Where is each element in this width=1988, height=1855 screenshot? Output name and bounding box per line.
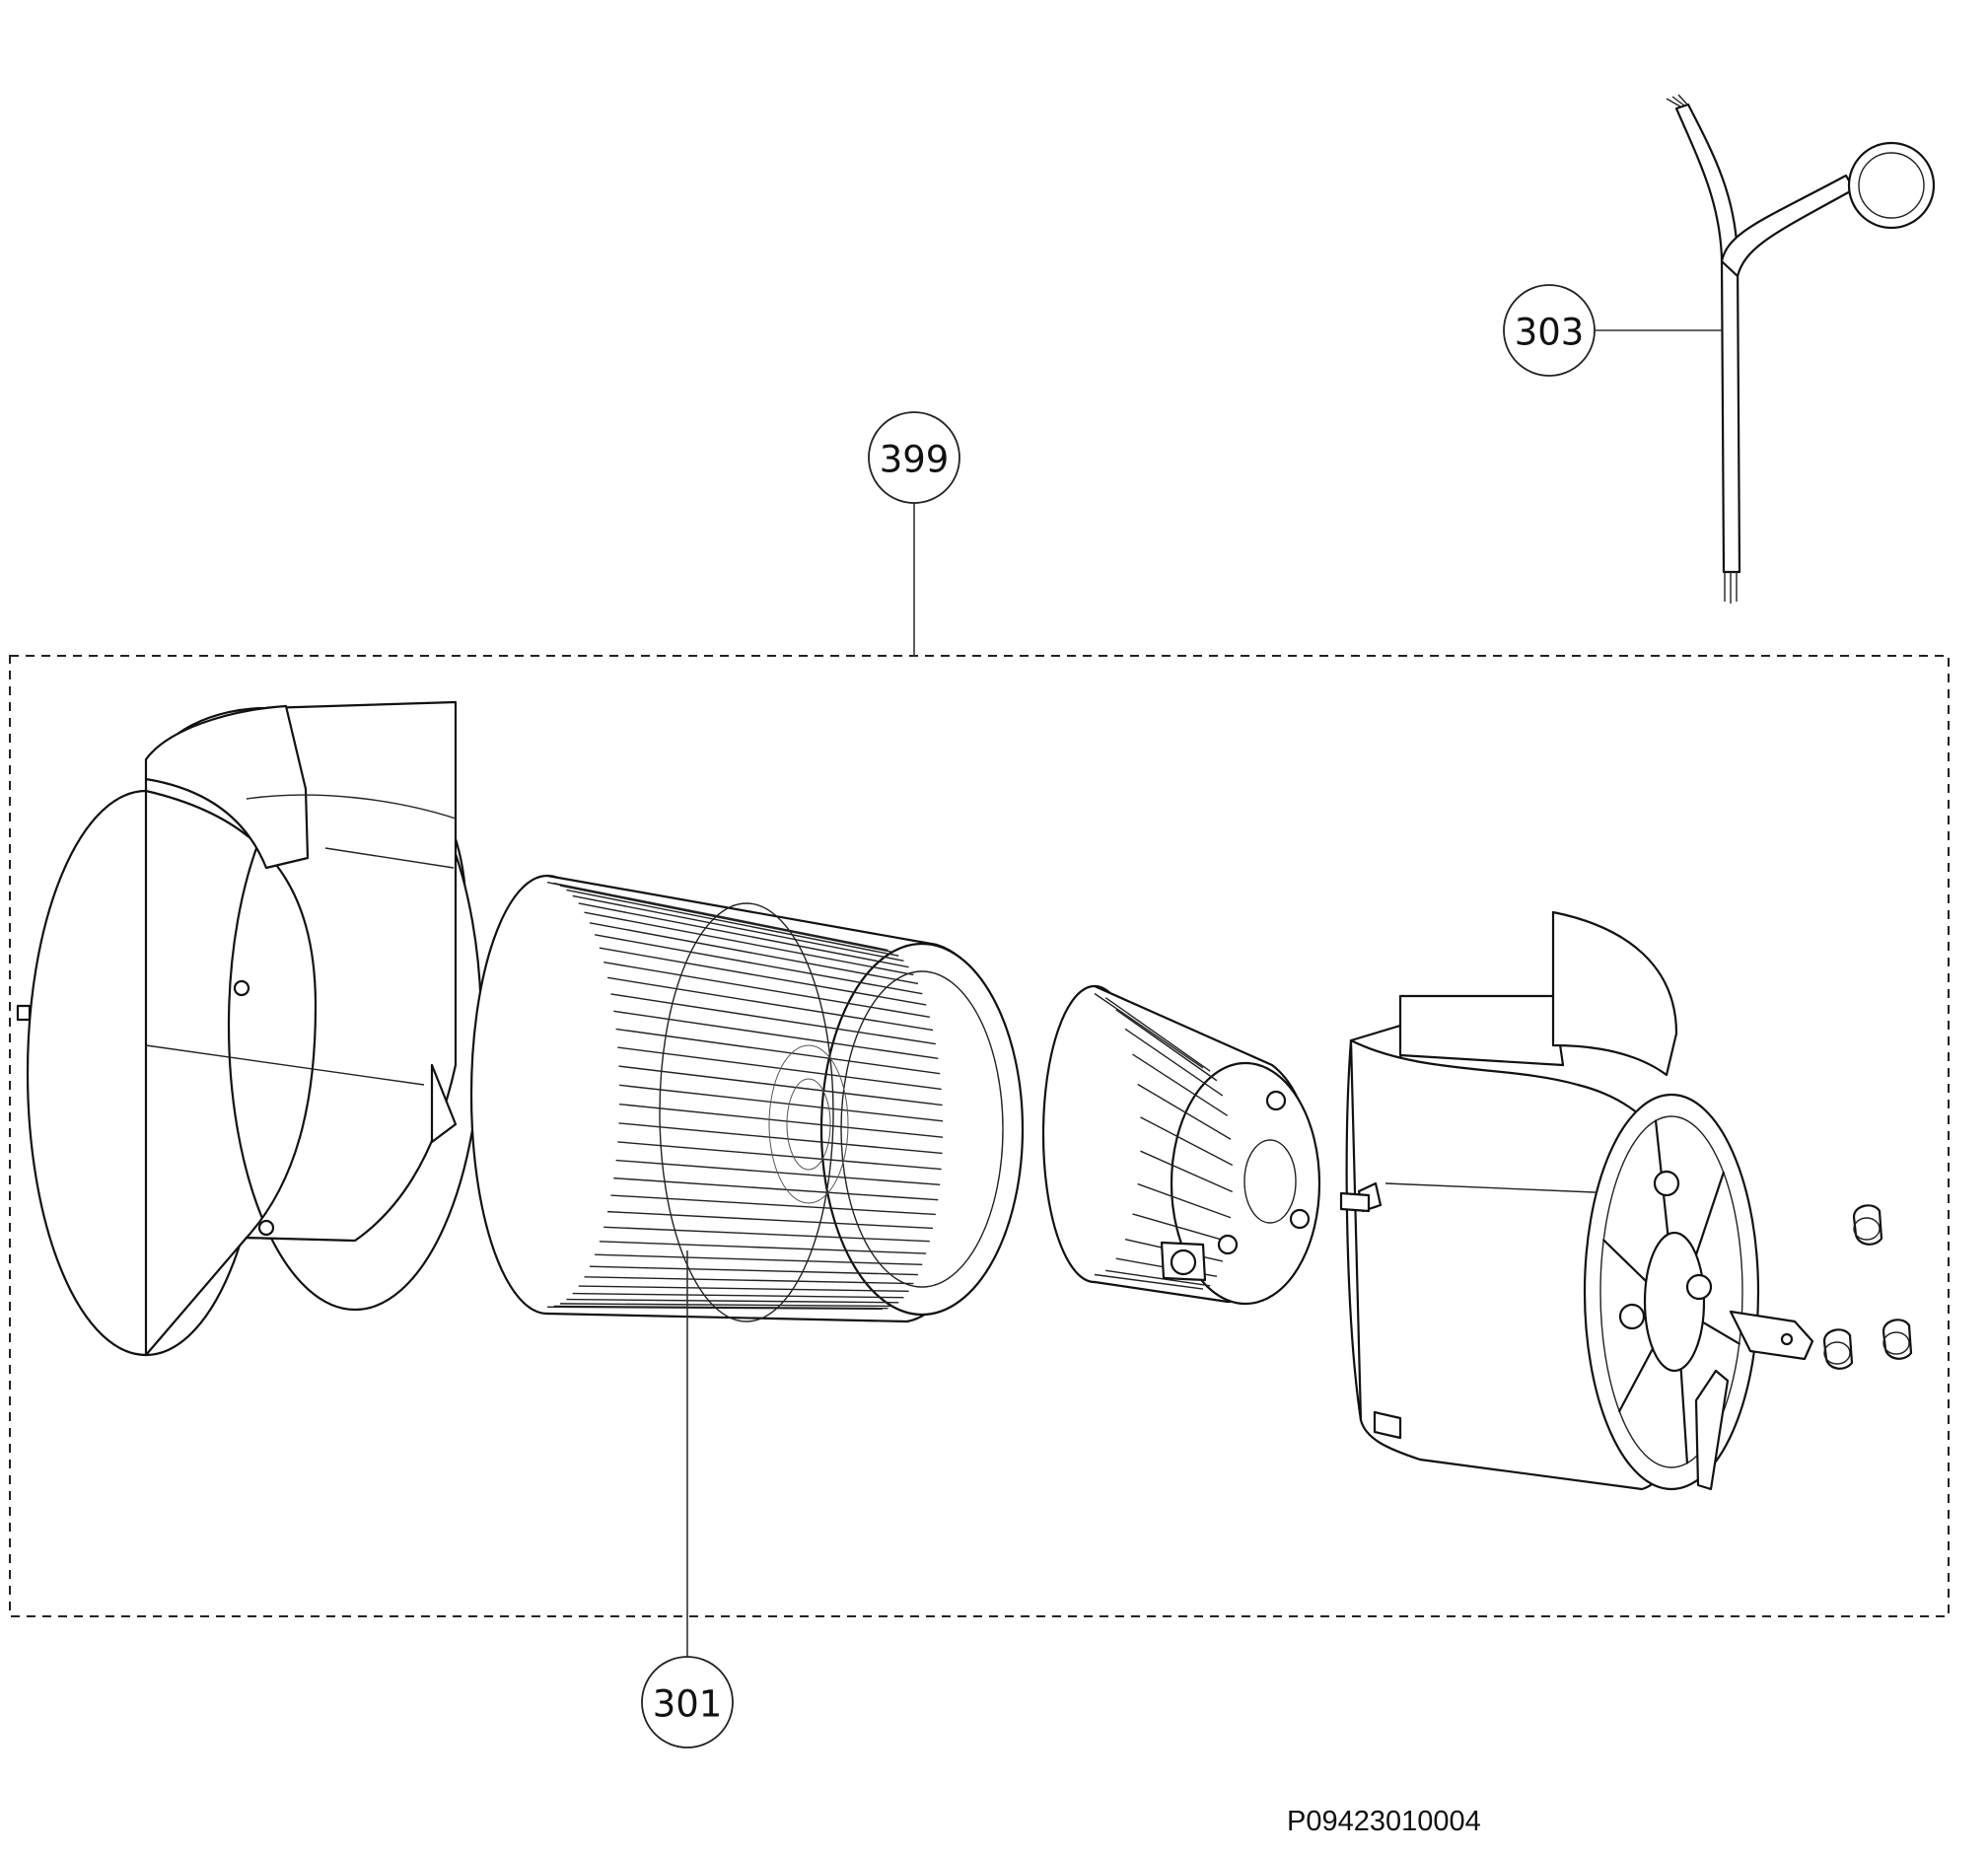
drawing-line (589, 1265, 918, 1276)
callout-bubble (641, 1656, 734, 1748)
drawing-line (553, 1305, 888, 1310)
nut-1 (1852, 1204, 1883, 1246)
callout-301[interactable]: 301 (641, 1656, 734, 1748)
drawing-line (1137, 1182, 1232, 1219)
drawing-line (566, 889, 899, 957)
drawing-line (1132, 1053, 1229, 1116)
drawing-line (578, 902, 909, 968)
drawing-line (599, 1241, 927, 1254)
drawing-line (618, 1084, 944, 1122)
drawing-line (1132, 1213, 1228, 1243)
drawing-line (610, 993, 936, 1045)
drawing-line (615, 1159, 941, 1186)
drawing-line (1105, 1269, 1211, 1287)
drawing-line (1140, 1116, 1234, 1167)
drawing-line (553, 882, 888, 952)
drawing-line (617, 1141, 942, 1171)
callout-399[interactable]: 399 (868, 411, 960, 504)
drawing-line (1618, 1347, 1655, 1413)
callout-bubble (1503, 284, 1596, 377)
nut-2 (1882, 1319, 1913, 1360)
callout-number: 301 (653, 1683, 723, 1726)
drawing-line (606, 976, 934, 1032)
drawing-line (1602, 1239, 1648, 1283)
drawing-line (595, 1253, 923, 1266)
motor-part (1041, 984, 1321, 1306)
drawing-line (559, 885, 894, 954)
drawing-line (560, 1303, 893, 1308)
drawing-line (589, 922, 919, 985)
callout-bubble (868, 411, 960, 504)
drawing-line (1701, 1320, 1740, 1345)
drawing-line (584, 911, 914, 976)
drawing-line (619, 1103, 944, 1138)
callout-number: 399 (880, 439, 950, 481)
drawing-line (572, 894, 904, 962)
drawing-line (617, 1046, 942, 1091)
drawing-line (1104, 997, 1211, 1072)
drawing-line (618, 1122, 943, 1155)
nut-3 (1822, 1328, 1854, 1370)
nuts-part (1822, 1204, 1913, 1370)
drawing-line (613, 1010, 939, 1060)
drawing-line (578, 1285, 909, 1293)
right-housing-part (1339, 910, 1814, 1491)
drawing-line (584, 1276, 914, 1285)
fan-blades (546, 881, 944, 1311)
drawing-line (1679, 1368, 1689, 1464)
fan-wheel-part (469, 874, 1025, 1323)
drawing-line (604, 962, 930, 1018)
drawing-line (595, 934, 923, 995)
drawing-line (599, 947, 927, 1006)
drawing-line (610, 1194, 936, 1216)
drawing-code: P09423010004 (1287, 1806, 1481, 1837)
drawing-line (1124, 1028, 1224, 1097)
drawing-line (607, 1210, 934, 1230)
drawing-line (1694, 1171, 1725, 1256)
drawing-line (572, 1292, 904, 1299)
left-scroll-housing-part (16, 700, 483, 1357)
drawing-line (613, 1177, 939, 1201)
motor-ribs (1094, 992, 1234, 1290)
assembly-boundary-box (9, 655, 1950, 1617)
drawing-line (1094, 1273, 1204, 1290)
drawing-line (1137, 1083, 1232, 1140)
callout-303[interactable]: 303 (1503, 284, 1596, 377)
drawing-line (1140, 1150, 1234, 1193)
drawing-line (566, 1298, 899, 1304)
drawing-line (618, 1065, 943, 1106)
power-cable-part (1666, 94, 1936, 604)
drawing-line (604, 1226, 930, 1243)
drawing-line (615, 1028, 941, 1075)
drawing-line (1094, 992, 1204, 1069)
callout-number: 303 (1515, 312, 1585, 354)
drawing-line (1115, 1009, 1218, 1082)
